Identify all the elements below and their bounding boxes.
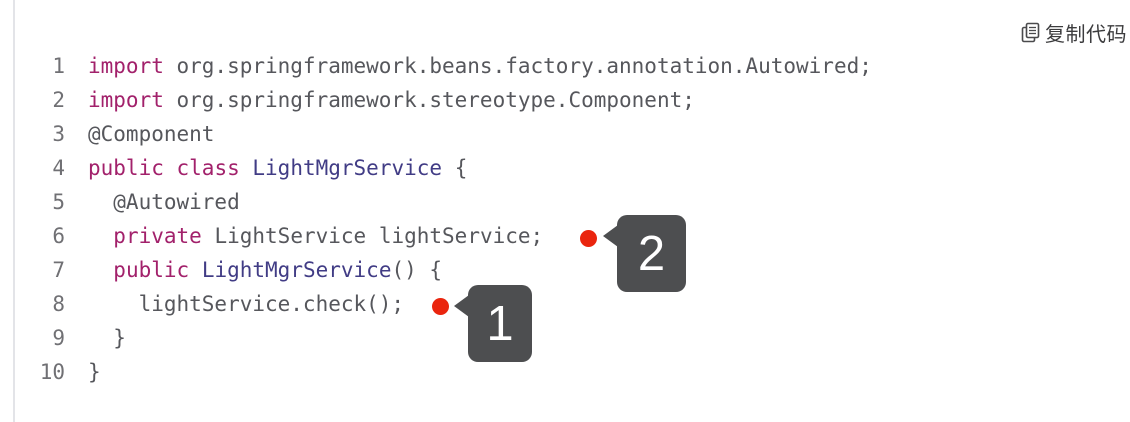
annotation-bubble-2: 2 [603, 215, 686, 292]
code-lines: 1 import org.springframework.beans.factor… [0, 49, 1130, 389]
code-line: 8 lightService.check(); [0, 287, 1130, 321]
line-number: 5 [52, 190, 65, 214]
code-text: @Component [88, 122, 215, 146]
code-text: } [88, 326, 126, 350]
code-line: 9 } [0, 321, 1130, 355]
copy-code-button[interactable]: 复制代码 [1020, 19, 1127, 46]
code-line: 6 private LightService lightService; [0, 219, 1130, 253]
annotation-label: 2 [637, 226, 666, 281]
copy-code-label: 复制代码 [1045, 23, 1127, 46]
code-text: public LightMgrService() { [113, 258, 443, 282]
code-text: private LightService lightService; [113, 224, 544, 248]
line-number: 10 [39, 360, 65, 384]
blockquote-left-rule [13, 0, 15, 422]
code-text: public class LightMgrService { [88, 156, 468, 180]
annotation-label: 1 [486, 296, 514, 351]
code-text: } [88, 360, 101, 384]
code-text: import org.springframework.stereotype.Co… [88, 88, 695, 112]
code-text: lightService.check(); [88, 292, 405, 316]
code-line: 1 import org.springframework.beans.factor… [0, 49, 1130, 83]
code-block: 1 import org.springframework.beans.factor… [0, 49, 1130, 389]
code-line: 7 public LightMgrService() { [0, 253, 1130, 287]
code-line: 4 public class LightMgrService { [0, 151, 1130, 185]
line-number: 9 [52, 326, 65, 350]
code-text: import org.springframework.beans.factory… [88, 54, 872, 78]
annotation-dot-2 [580, 230, 597, 247]
code-line: 5 @Autowired [0, 185, 1130, 219]
code-line: 10} [0, 355, 1130, 389]
line-number: 1 [52, 54, 65, 78]
code-text: @Autowired [88, 190, 240, 214]
line-number: 7 [52, 258, 65, 282]
line-number: 4 [52, 156, 65, 180]
copy-icon [1020, 21, 1040, 44]
code-line: 3 @Component [0, 117, 1130, 151]
annotation-bubble-1: 1 [454, 285, 532, 362]
line-number: 3 [52, 122, 65, 146]
line-number: 6 [52, 224, 65, 248]
line-number: 8 [52, 292, 65, 316]
code-line: 2 import org.springframework.stereotype.C… [0, 83, 1130, 117]
annotation-dot-1 [432, 298, 449, 315]
line-number: 2 [52, 88, 65, 112]
